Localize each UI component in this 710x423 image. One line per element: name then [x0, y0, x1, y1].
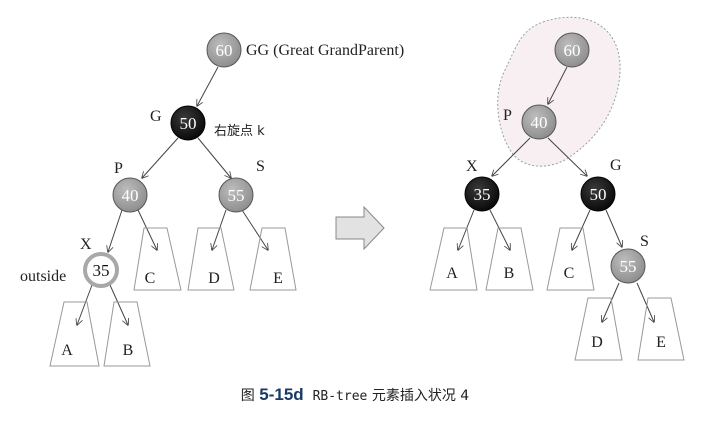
- subtree-d: [574, 297, 623, 361]
- edge-p-g: [547, 137, 587, 176]
- subtree-b-label: B: [123, 342, 134, 359]
- edge-g-s: [605, 209, 622, 247]
- subtree-b-label: B: [504, 265, 515, 282]
- node-p-value: 40: [122, 186, 139, 205]
- node-gg: [206, 32, 242, 68]
- node-g-value: 50: [180, 114, 197, 133]
- label-outside: outside: [20, 268, 66, 285]
- subtree-d-label: D: [591, 334, 603, 351]
- node-s-value: 55: [228, 186, 245, 205]
- edge-x-b: [109, 284, 128, 325]
- subtree-e-label: E: [273, 270, 283, 287]
- label-p: P: [114, 160, 123, 177]
- edge-x-a: [77, 284, 93, 325]
- node-x-value: 35: [93, 261, 110, 280]
- subtree-d-label: D: [208, 270, 220, 287]
- subtree-e-label: E: [656, 334, 666, 351]
- node-p: [112, 177, 148, 213]
- caption-code: RB-tree: [312, 389, 368, 404]
- edge-p-x: [492, 137, 531, 176]
- edge-p-x: [108, 209, 123, 252]
- subtree-a: [429, 227, 478, 291]
- node-g-value: 50: [590, 185, 607, 204]
- edge-g-s: [197, 137, 231, 178]
- edge-g-c: [572, 209, 591, 250]
- right-tree: 60 40 35 50 55 P X G S A B C D E: [429, 16, 685, 361]
- subtree-c-label: C: [145, 270, 156, 287]
- subtree-e: [637, 297, 685, 361]
- subtree-b: [485, 227, 534, 291]
- label-s: S: [640, 233, 649, 250]
- node-x: [83, 252, 119, 288]
- edge-x-a: [458, 209, 475, 250]
- subtree-e: [249, 227, 297, 291]
- subtree-a-label: A: [446, 265, 458, 282]
- caption-prefix: 图: [240, 388, 255, 404]
- node-60-value: 60: [564, 41, 581, 60]
- node-p-value: 40: [531, 113, 548, 132]
- subtree-d: [187, 227, 235, 291]
- label-s: S: [256, 158, 265, 175]
- subtree-c-label: C: [564, 265, 575, 282]
- node-gg-value: 60: [216, 41, 233, 60]
- node-p: [521, 104, 557, 140]
- node-s-value: 55: [620, 257, 637, 276]
- node-s: [610, 248, 646, 284]
- subtree-a: [49, 301, 100, 367]
- label-gg: GG (Great GrandParent): [246, 42, 404, 59]
- label-g: G: [610, 157, 622, 174]
- node-g: [170, 105, 206, 141]
- transform-arrow: [335, 205, 385, 251]
- edge-gg-g: [197, 66, 219, 106]
- node-s: [218, 177, 254, 213]
- figure-caption: 图 5-15d RB-tree 元素插入状况 4: [0, 385, 710, 405]
- node-60: [554, 32, 590, 68]
- subtree-c: [546, 227, 595, 291]
- caption-number: 5-15d: [259, 385, 304, 404]
- label-p: P: [503, 107, 512, 124]
- edge-s-d: [212, 209, 227, 250]
- rb-tree-diagram: 60 50 40 55 35 GG (Great GrandParent) G …: [20, 16, 685, 367]
- subtree-b: [103, 301, 151, 367]
- node-g: [580, 176, 616, 212]
- caption-text: 元素插入状况 4: [371, 388, 470, 404]
- right-arrow-icon: [335, 205, 385, 251]
- label-g: G: [150, 108, 162, 125]
- subtree-c: [133, 227, 182, 291]
- node-x: [464, 176, 500, 212]
- label-rotate-point: 右旋点 k: [214, 124, 265, 139]
- label-x: X: [80, 236, 92, 253]
- edge-x-b: [489, 209, 510, 250]
- label-x: X: [466, 158, 478, 175]
- edge-g-p: [142, 137, 179, 178]
- left-tree: 60 50 40 55 35 GG (Great GrandParent) G …: [20, 32, 404, 367]
- edge-s-e: [241, 209, 268, 250]
- subtree-a-label: A: [61, 342, 73, 359]
- edge-60-p: [548, 66, 568, 104]
- node-x-value: 35: [474, 185, 491, 204]
- edge-s-d: [602, 282, 620, 322]
- edge-s-e: [636, 282, 654, 322]
- edge-p-c: [137, 209, 157, 250]
